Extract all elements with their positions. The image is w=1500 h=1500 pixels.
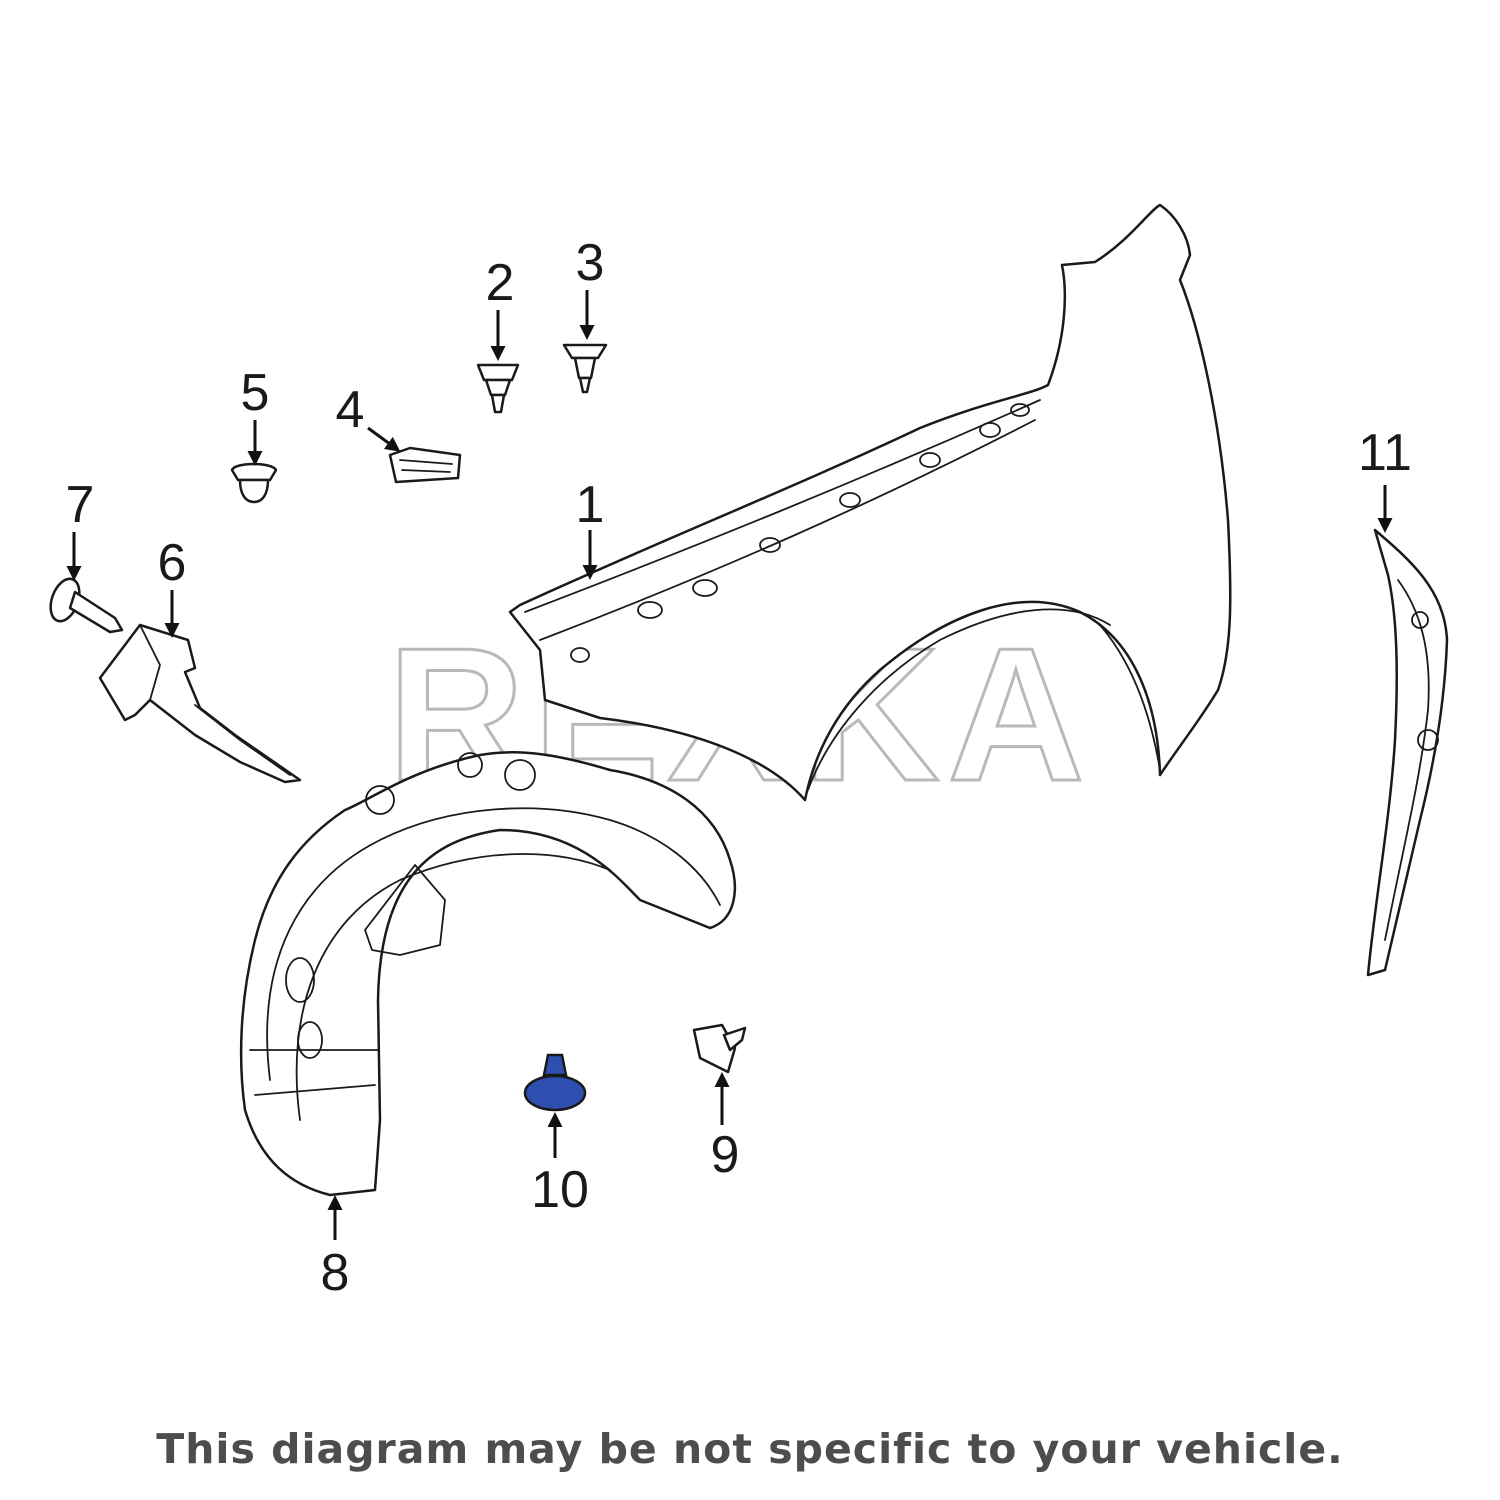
push-clip-part bbox=[476, 363, 520, 414]
callout-5: 5 bbox=[241, 364, 270, 422]
callout-4: 4 bbox=[336, 381, 365, 439]
bracket-part bbox=[98, 623, 302, 784]
disclaimer-text: This diagram may be not specific to your… bbox=[156, 1425, 1344, 1473]
callout-2: 2 bbox=[486, 254, 515, 312]
screw-part bbox=[692, 1023, 747, 1074]
grommet-part bbox=[230, 462, 278, 504]
callout-9: 9 bbox=[711, 1126, 740, 1184]
callout-7: 7 bbox=[66, 476, 95, 534]
callout-1: 1 bbox=[576, 476, 605, 534]
fender-part bbox=[508, 203, 1232, 802]
wheel-liner-part bbox=[239, 751, 737, 1197]
callout-6: 6 bbox=[158, 534, 187, 592]
push-clip-part bbox=[562, 343, 608, 394]
bracket-part bbox=[388, 446, 462, 484]
callout-3: 3 bbox=[576, 234, 605, 292]
callout-10: 10 bbox=[531, 1161, 589, 1219]
highlighted-clip-part bbox=[523, 1053, 587, 1112]
leader-line-4 bbox=[367, 426, 401, 452]
callout-11: 11 bbox=[1358, 424, 1412, 482]
support-bracket-part bbox=[1366, 528, 1449, 977]
callout-8: 8 bbox=[321, 1244, 350, 1302]
bolt-part bbox=[49, 577, 124, 634]
